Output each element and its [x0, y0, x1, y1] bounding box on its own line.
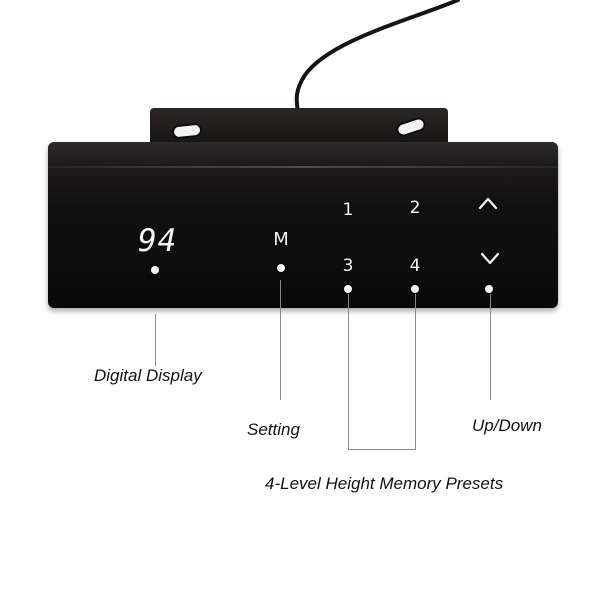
- panel-highlight: [48, 166, 558, 168]
- indicator-dot: [485, 285, 493, 293]
- preset-3-button[interactable]: 3: [342, 256, 354, 276]
- preset-2-button[interactable]: 2: [409, 198, 421, 218]
- leader-bracket: [348, 449, 416, 450]
- setting-button[interactable]: M: [273, 229, 289, 250]
- up-down-label: Up/Down: [472, 416, 542, 435]
- chevron-down-icon[interactable]: [480, 252, 500, 266]
- power-cable: [294, 0, 460, 114]
- digital-display: 94: [138, 223, 178, 259]
- indicator-dot: [344, 285, 352, 293]
- chevron-up-icon[interactable]: [478, 196, 498, 210]
- indicator-dot: [277, 264, 285, 272]
- presets-label: 4-Level Height Memory Presets: [265, 474, 504, 493]
- leader-line: [280, 280, 281, 400]
- leader-line: [155, 314, 156, 366]
- mounting-slot: [171, 122, 203, 140]
- leader-line: [415, 294, 416, 450]
- setting-label: Setting: [247, 420, 300, 439]
- digital-display-label: Digital Display: [94, 366, 202, 385]
- control-panel: 94 M 1 2 3 4: [48, 142, 558, 308]
- mounting-slot: [394, 115, 428, 139]
- leader-line: [348, 294, 349, 450]
- preset-4-button[interactable]: 4: [409, 256, 421, 276]
- indicator-dot: [151, 266, 159, 274]
- preset-1-button[interactable]: 1: [342, 200, 354, 220]
- indicator-dot: [411, 285, 419, 293]
- leader-line: [490, 294, 491, 400]
